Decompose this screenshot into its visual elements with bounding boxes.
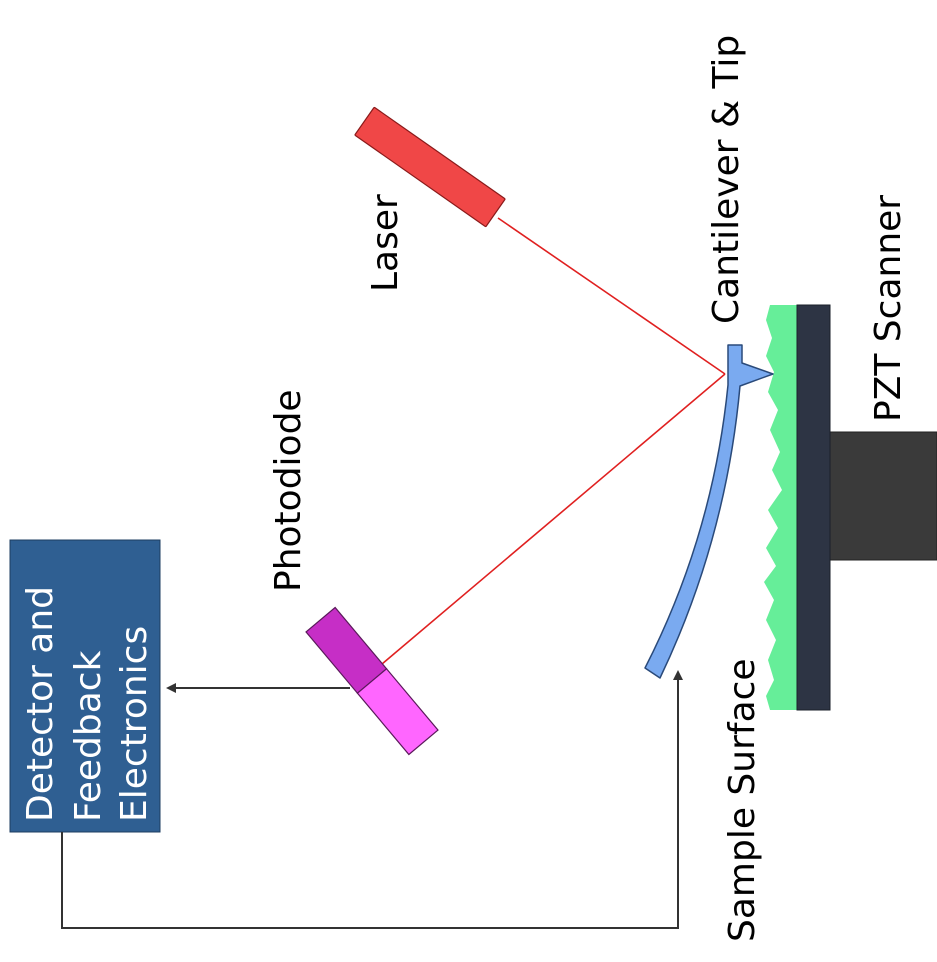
laser-body [354, 106, 506, 228]
pzt-scanner-block [829, 431, 937, 561]
electronics-box [9, 539, 161, 833]
laser-beam-reflected [381, 373, 726, 665]
electronics-label-line2: Feedback [68, 650, 109, 822]
sample-surface [764, 305, 797, 710]
laser-label: Laser [365, 194, 406, 292]
photodiode [305, 606, 439, 756]
electronics-label-line1: Detector and [20, 586, 61, 822]
laser-beam-incident [497, 217, 726, 375]
sample-surface-label: Sample Surface [722, 658, 763, 942]
photodiode-lower-segment [356, 667, 439, 756]
pzt-scanner-plate [796, 304, 831, 711]
cantilever-and-tip [644, 344, 774, 679]
pzt-scanner-label: PZT Scanner [868, 195, 909, 422]
photodiode-label: Photodiode [268, 389, 309, 592]
electronics-label-line3: Electronics [114, 626, 155, 822]
feedback-wire [61, 670, 683, 929]
cantilever-label: Cantilever & Tip [706, 35, 747, 324]
